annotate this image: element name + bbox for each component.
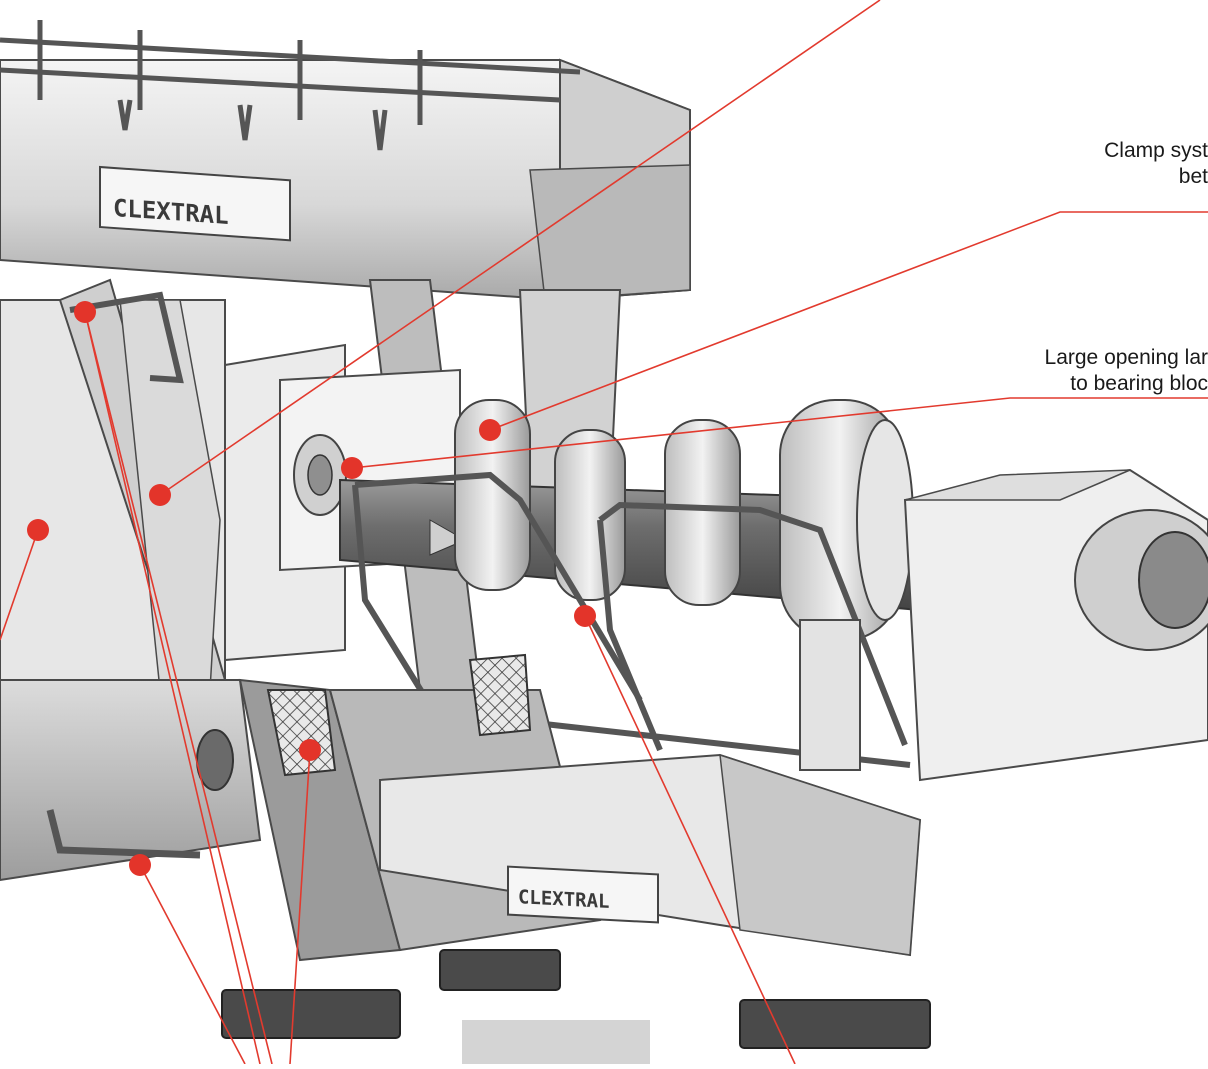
left-frame xyxy=(0,278,227,702)
marker-dots xyxy=(27,301,596,876)
marker-dot xyxy=(299,739,321,761)
callout-line: Large opening lar xyxy=(1044,346,1208,369)
marker-dot xyxy=(574,605,596,627)
callout-clamp-system: Clamp syst bet xyxy=(1000,138,1208,190)
marker-dot xyxy=(27,519,49,541)
marker-dot xyxy=(74,301,96,323)
brand-plate-top: CLEXTRAL xyxy=(99,165,291,242)
barrel-rings xyxy=(454,399,914,641)
caption-box xyxy=(462,1020,650,1064)
marker-dot xyxy=(149,484,171,506)
top-hood xyxy=(0,58,691,302)
callout-line: to bearing bloc xyxy=(1070,372,1208,395)
marker-dot xyxy=(341,457,363,479)
brand-plate-base: CLEXTRAL xyxy=(507,865,659,924)
callout-line: bet xyxy=(1178,165,1208,188)
marker-dot xyxy=(479,419,501,441)
brand-label: CLEXTRAL xyxy=(518,886,609,913)
die-head xyxy=(903,468,1208,782)
top-rails xyxy=(0,20,581,151)
marker-dot xyxy=(129,854,151,876)
callout-bearing-opening: Large opening lar to bearing bloc xyxy=(930,345,1208,397)
front-base-beam xyxy=(379,619,922,957)
callout-line: Clamp syst xyxy=(1104,139,1208,162)
feet xyxy=(221,949,931,1049)
